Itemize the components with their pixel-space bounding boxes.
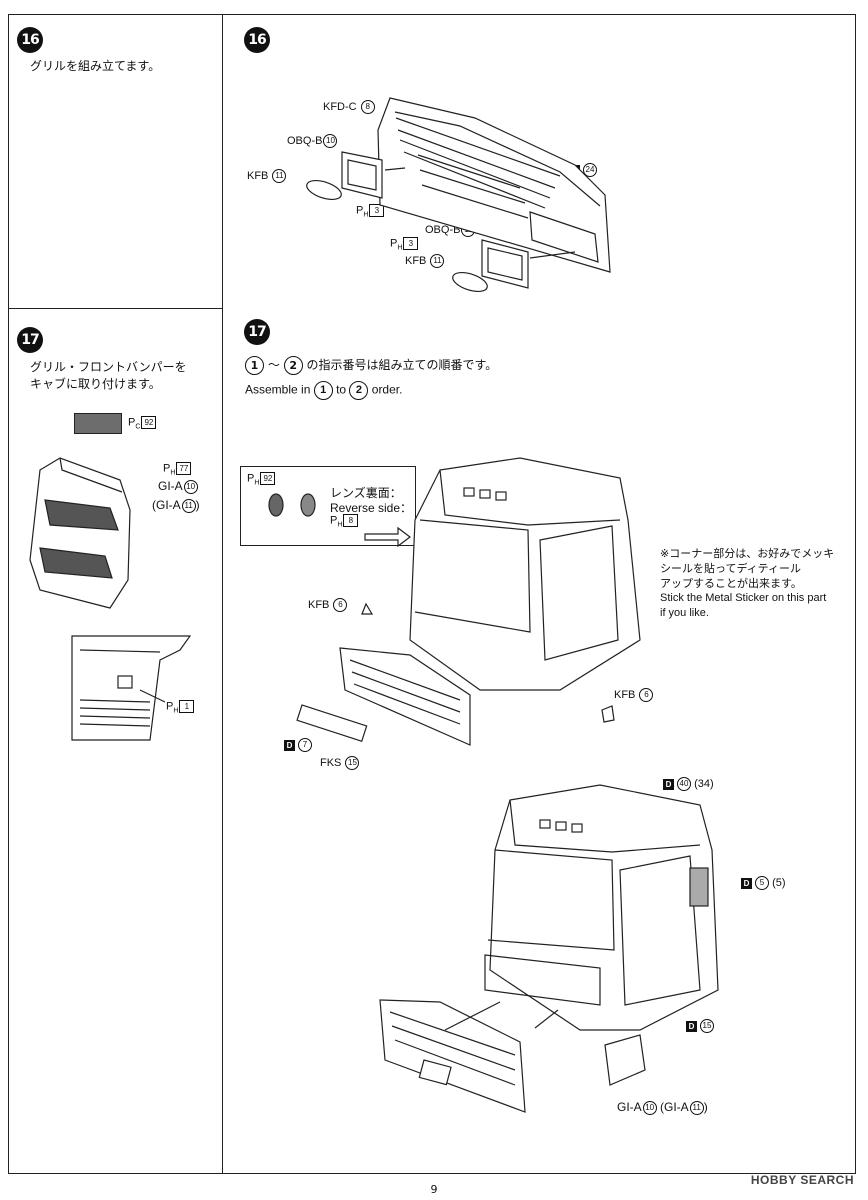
bumper-corner-part-illustration [71,635,192,741]
column-divider [222,14,223,1174]
step-17-badge-right: 17 [244,319,270,345]
page-frame [8,14,856,1174]
note-en-line1: Stick the Metal Sticker on this part [660,592,827,604]
step-number: 16 [21,32,40,48]
watermark: HOBBY SEARCH [750,1173,854,1187]
part-label-ph77: PH77 [163,462,192,477]
part-label-kfb6-right: KFB 6 [614,688,654,702]
step-17-instruction-line2: キャブに取り付けます。 [30,377,161,391]
grille-corner-part-illustration [29,457,131,609]
metal-sticker-note: ※コーナー部分は、お好みでメッキ シールを貼ってディティール アップすることが出… [660,546,834,621]
step-17-instruction-line1: グリル・フロントバンパーを [30,360,187,374]
part-label-fks15: FKS 15 [320,756,360,770]
cab-assembly-bottom-illustration [379,784,719,1113]
note-jp-line1: ※コーナー部分は、お好みでメッキ [660,547,835,560]
part-label-kfdc: KFD-C 8 [323,100,375,114]
note-en-line2: if you like. [660,607,709,619]
note-jp-line3: アップすることが出来ます。 [660,577,802,590]
step-number: 16 [248,32,267,48]
order-instruction-jp: 1 〜 2 の指示番号は組み立ての順番です。 [245,356,497,375]
order-instruction-en: Assemble in 1 to 2 order. [245,381,402,400]
step-16-badge-right: 16 [244,27,270,53]
paint-ref-pc92: PC92 [128,416,157,431]
lens-icons [268,493,316,517]
cab-assembly-top-illustration [296,457,641,746]
callout-reverse-en: Reverse side： [330,501,413,515]
note-jp-line2: シールを貼ってディティール [660,562,802,575]
part-label-kfb-11-top: KFB 11 [247,169,287,183]
step-16-badge: 16 [17,27,43,53]
part-label-ph3-bottom: PH3 [390,237,419,252]
callout-paint-ph92: PH92 [247,472,276,487]
callout-reverse-jp: レンズ裏面： [330,486,402,500]
callout-paint-ph8: PH8 [330,514,359,529]
page-number: 9 [430,1183,438,1196]
step-17-badge: 17 [17,327,43,353]
part-label-kfb-11-bottom: KFB 11 [405,254,445,268]
step-number: 17 [248,324,267,340]
part-label-ph3-top: PH3 [356,204,385,219]
grille-assembly-illustration [306,97,611,293]
step-16-instruction: グリルを組み立てます。 [30,59,161,73]
paint-swatch [74,413,122,434]
left-section-divider [8,308,222,309]
step-number: 17 [21,332,40,348]
part-label-ph1: PH1 [166,700,195,715]
part-label-kfb6-left: KFB 6 [308,598,348,612]
